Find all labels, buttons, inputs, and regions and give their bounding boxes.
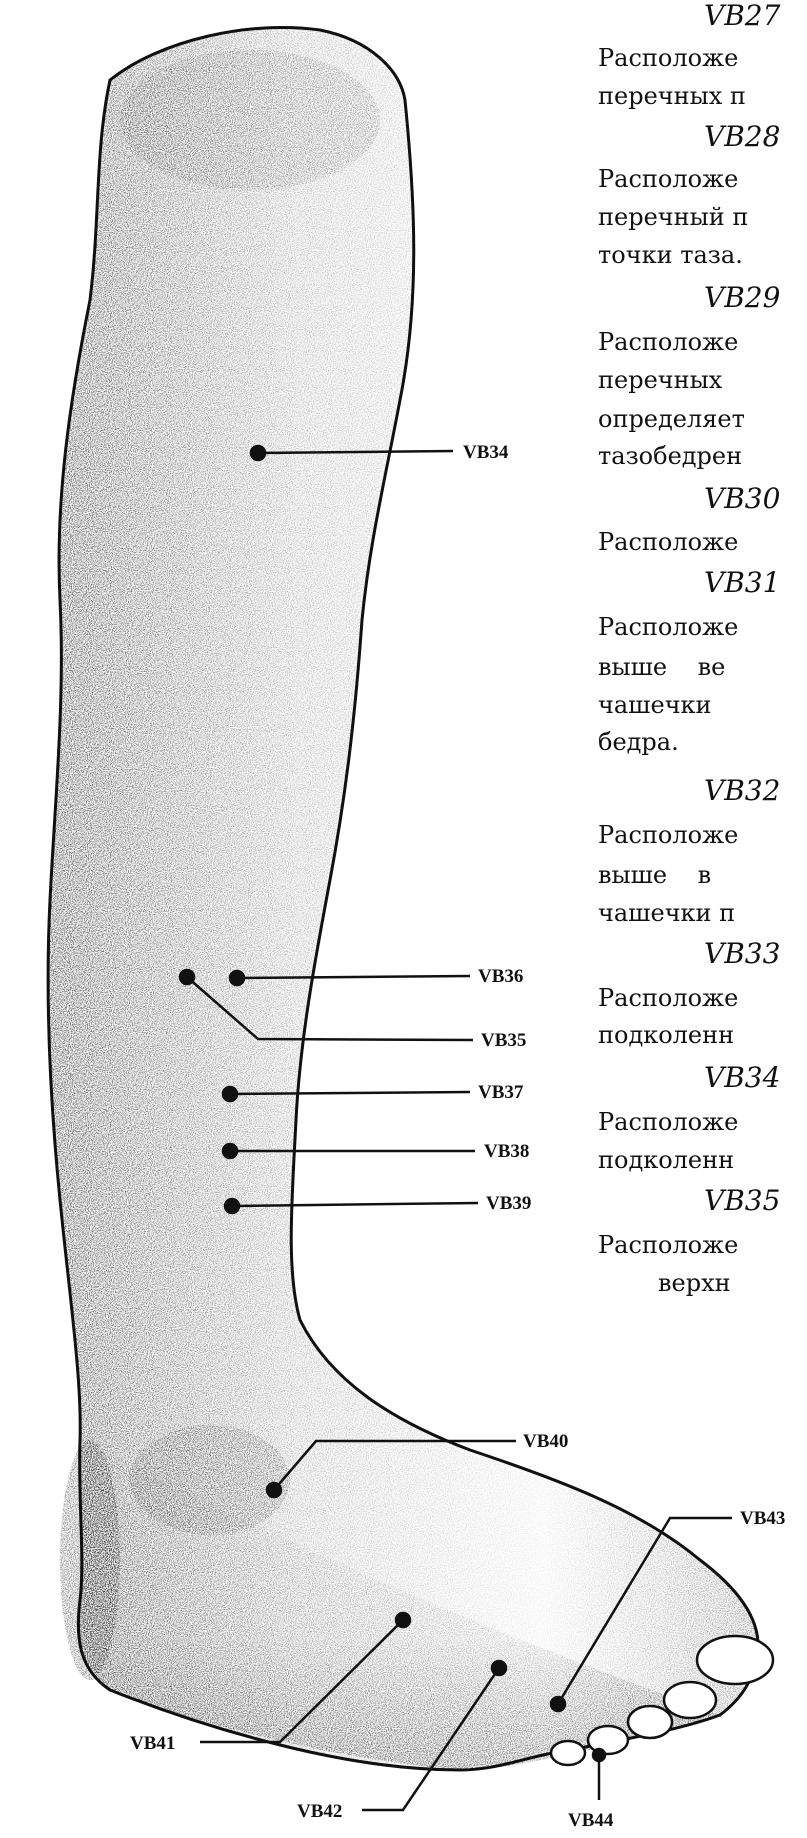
text-line: точки таза. [598,240,743,271]
text-line: Расположе [598,820,738,851]
heading-vb28: VB28 [704,121,780,152]
label-vb39: VB39 [486,1193,531,1214]
label-vb43: VB43 [740,1508,785,1529]
text-line: Расположе [598,164,738,195]
text-line: чашечки [598,690,712,721]
heading-vb31: VB31 [704,567,780,598]
label-vb40: VB40 [523,1431,568,1452]
label-vb34: VB34 [463,442,509,463]
text-line: бедра. [598,727,679,758]
fifth-toe [551,1741,585,1765]
big-toe [697,1636,773,1684]
text-line: выше ве [598,652,725,683]
text-line: Расположе [598,983,738,1014]
second-toe [664,1682,716,1718]
text-line: чашечки п [598,898,735,929]
text-line: перечных [598,365,722,396]
text-line: верхн [658,1268,731,1299]
heading-vb30: VB30 [704,483,780,514]
label-vb36: VB36 [478,966,523,987]
text-line: Расположе [598,327,738,358]
heading-vb29: VB29 [704,282,780,313]
text-line: выше в [598,860,711,891]
text-line: Расположе [598,527,738,558]
heading-vb35: VB35 [704,1185,780,1216]
text-line: тазобедрен [598,441,742,472]
label-vb37: VB37 [478,1082,524,1103]
text-line: Расположе [598,1230,738,1261]
label-vb44: VB44 [568,1810,614,1831]
heading-vb34: VB34 [704,1062,780,1093]
text-line: перечных п [598,81,746,112]
label-vb42: VB42 [297,1801,342,1822]
text-line: Расположе [598,612,738,643]
label-vb41: VB41 [130,1733,175,1754]
text-line: подколенн [598,1020,734,1051]
text-line: Расположе [598,43,738,74]
text-line: подколенн [598,1145,734,1176]
heading-vb33: VB33 [704,938,780,969]
heading-vb27: VB27 [704,0,780,31]
text-line: определяет [598,404,745,435]
text-line: перечный п [598,202,748,233]
third-toe [628,1706,672,1738]
heading-vb32: VB32 [704,775,780,806]
label-vb38: VB38 [484,1141,529,1162]
text-line: Расположе [598,1107,738,1138]
label-vb35: VB35 [481,1030,526,1051]
